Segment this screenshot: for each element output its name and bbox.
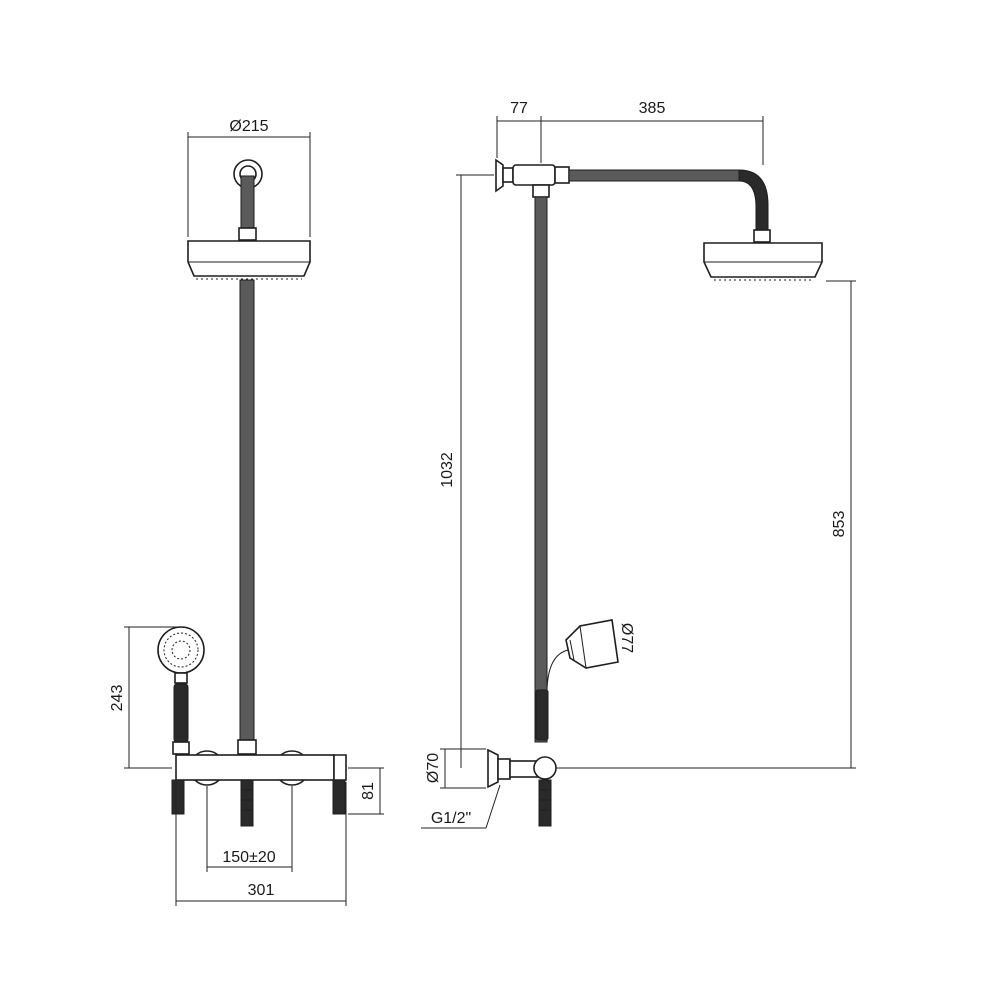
front-mixer-body xyxy=(175,754,335,781)
front-riser-pipe xyxy=(239,279,255,743)
front-dimensions: Ø215 243 150±20 301 81 xyxy=(109,118,384,906)
side-dimensions: 77 385 1032 853 Ø77 Ø70 G1/2" xyxy=(421,100,856,829)
dim-arm-offset: 77 xyxy=(510,100,528,117)
dim-arm-length: 385 xyxy=(639,100,666,117)
dim-total-height: 1032 xyxy=(439,452,456,488)
dim-mixer-width: 301 xyxy=(248,882,275,899)
side-top-tee xyxy=(512,164,556,186)
side-horizontal-arm xyxy=(568,169,740,182)
side-shower-head xyxy=(703,242,823,278)
front-arm xyxy=(240,175,255,233)
dim-head-height: 853 xyxy=(831,511,848,538)
dim-flange-diameter: Ø70 xyxy=(425,753,442,783)
side-bottom-wall-flange xyxy=(487,748,499,789)
side-hand-holder xyxy=(546,649,569,691)
side-bottom-hose xyxy=(538,779,552,827)
front-view xyxy=(157,159,347,827)
front-right-hose xyxy=(332,779,346,815)
dim-hand-height: 243 xyxy=(109,685,126,712)
side-view xyxy=(487,158,823,827)
dim-head-diameter: Ø215 xyxy=(229,118,268,135)
dim-hand-diameter: Ø77 xyxy=(618,623,635,653)
side-riser-pipe xyxy=(534,196,548,743)
front-hand-shower-handle xyxy=(173,683,189,743)
side-top-wall-flange xyxy=(495,158,504,193)
dim-centers: 150±20 xyxy=(222,849,275,866)
side-hand-shower-head xyxy=(565,619,619,669)
side-outlet-knob xyxy=(533,756,557,780)
front-left-hose xyxy=(171,779,185,815)
front-shower-head xyxy=(187,240,311,277)
dim-thread: G1/2" xyxy=(431,810,471,827)
front-hand-shower-head xyxy=(157,626,205,674)
front-center-connector xyxy=(240,779,254,827)
dim-mixer-depth: 81 xyxy=(360,782,377,800)
side-hand-shower-handle xyxy=(535,689,549,741)
side-arm-bend xyxy=(738,169,769,233)
